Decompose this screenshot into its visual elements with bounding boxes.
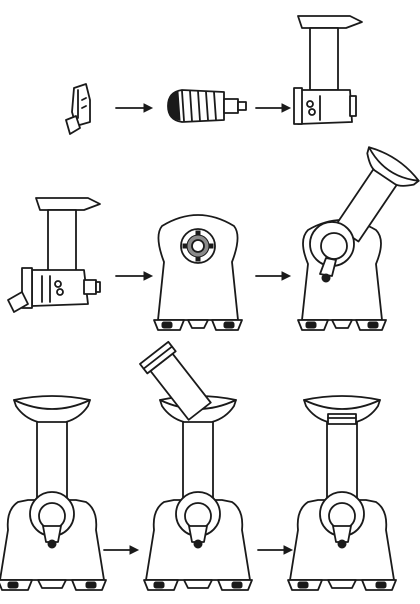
arrow-right-icon <box>103 545 140 555</box>
arrow-right-icon <box>115 103 154 113</box>
step-3-assembled-head <box>293 15 363 125</box>
step-8-chute-lowering <box>139 340 253 591</box>
step-1-housing <box>65 83 91 135</box>
step-6-head-inserted <box>297 146 420 331</box>
step-4-head-bracket <box>7 197 101 313</box>
arrow-right-icon <box>255 271 292 281</box>
arrow-right-icon <box>257 545 294 555</box>
step-5-motor-base <box>153 214 243 331</box>
step-7-juicer-upright <box>0 395 107 591</box>
step-9-juicer-complete <box>287 395 397 591</box>
arrow-right-icon <box>115 271 154 281</box>
arrow-right-icon <box>255 103 292 113</box>
step-2-auger <box>167 89 247 123</box>
